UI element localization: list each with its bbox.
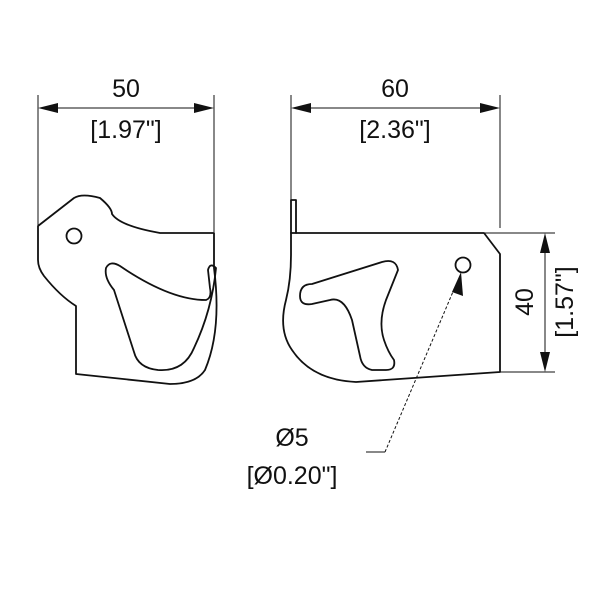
- left-width-arrow-right: [194, 103, 214, 113]
- left-width-in-label: [1.97"]: [90, 116, 161, 144]
- right-inner-cutout: [299, 260, 399, 371]
- right-mounting-hole: [454, 256, 472, 274]
- left-width-arrow-left: [38, 103, 58, 113]
- hole-diameter-in-label: [Ø0.20"]: [247, 462, 338, 490]
- right-height-arrow-bottom: [540, 352, 550, 372]
- right-height-in-label: [1.57"]: [551, 266, 579, 337]
- hole-callout-arrow: [452, 272, 463, 296]
- right-height-mm-label: 40: [511, 288, 539, 316]
- left-width-mm-label: 50: [112, 75, 140, 103]
- hole-diameter-mm-label: Ø5: [275, 424, 308, 452]
- hole-callout-leader: [384, 286, 456, 453]
- right-width-arrow-left: [291, 103, 311, 113]
- left-part-outline: [37, 194, 218, 385]
- left-mounting-hole: [65, 227, 83, 245]
- right-height-arrow-top: [540, 233, 550, 253]
- right-part-outline: [282, 199, 501, 383]
- right-width-in-label: [2.36"]: [359, 116, 430, 144]
- right-width-arrow-right: [480, 103, 500, 113]
- left-view: 50 [1.97"]: [37, 75, 218, 385]
- right-width-mm-label: 60: [381, 75, 409, 103]
- left-inner-cutout: [104, 262, 217, 371]
- right-view: 60 [2.36"] 40 [1.57"] Ø5 [Ø0.20"]: [247, 75, 579, 490]
